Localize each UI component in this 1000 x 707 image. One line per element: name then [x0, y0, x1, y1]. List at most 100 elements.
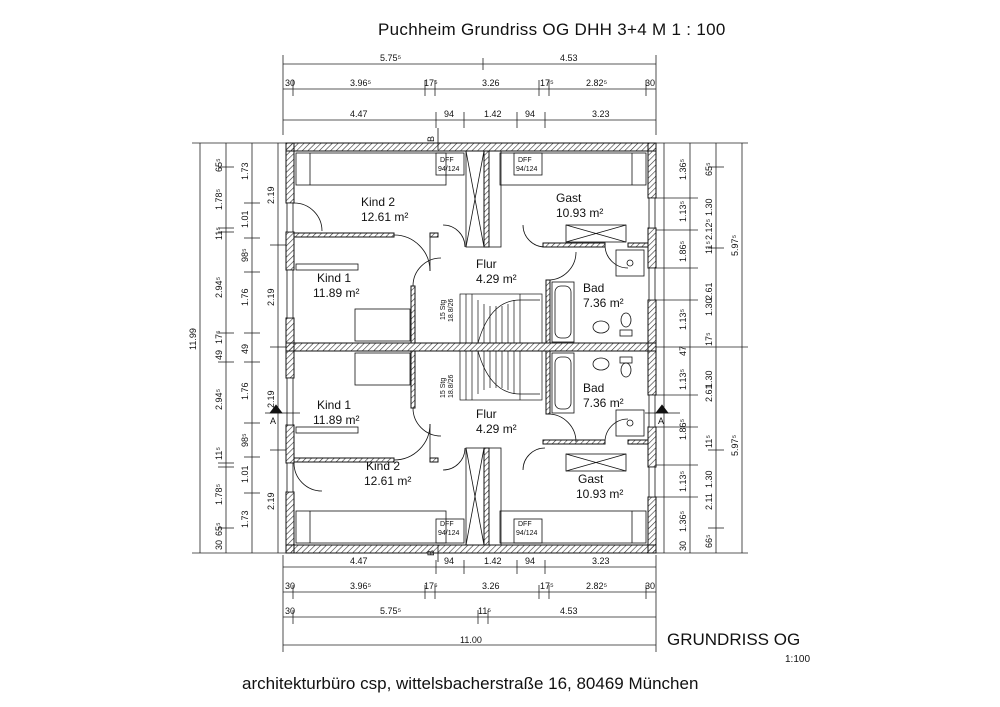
- bottom-dimension-chains: [282, 555, 657, 652]
- right-dimension-labels: 1.36⁵ 1.13⁵ 1.86⁵ 1.13⁵ 47 1.13⁵ 1.86⁵ 1…: [678, 158, 740, 551]
- dim-bot2-g: 30: [645, 581, 655, 591]
- dff-size-3: 94/124: [438, 530, 460, 537]
- bathroom-fixtures: [551, 249, 645, 437]
- room-area-bot-kind2: 12.61 m²: [364, 474, 411, 488]
- dim-bot2-b: 3.96⁵: [350, 581, 372, 591]
- room-name-top-kind2: Kind 2: [361, 195, 395, 209]
- dim-right-a8: 1.36⁵: [678, 510, 688, 532]
- room-name-top-kind1: Kind 1: [317, 271, 351, 285]
- dim-bot1-a: 30: [285, 606, 295, 616]
- dim-right-a3: 1.13⁵: [678, 308, 688, 330]
- dim-right-b8: 66⁵: [704, 534, 714, 548]
- dim-top3-a: 4.47: [350, 109, 368, 119]
- dim-right-a7: 1.13⁵: [678, 470, 688, 492]
- walls: [285, 142, 657, 554]
- dim-bot-total: 11.00: [460, 635, 482, 645]
- dim-top3-d: 94: [525, 109, 535, 119]
- dim-left-a5: 49: [214, 350, 224, 360]
- dim-top2-b: 3.96⁵: [350, 78, 372, 88]
- room-name-bot-flur: Flur: [476, 407, 497, 421]
- dim-right-b0: 65⁵: [704, 162, 714, 176]
- dim-right-b5: 1.30: [704, 370, 714, 388]
- dim-top2-a: 30: [285, 78, 295, 88]
- stairs-count-bottom: 15 Stg: [440, 378, 447, 398]
- dff-label-4: DFF: [518, 521, 532, 528]
- room-area-bot-gast: 10.93 m²: [576, 487, 623, 501]
- room-name-bot-gast: Gast: [578, 472, 604, 486]
- left-dimension-labels: 11.99 65⁵ 1.78⁵ 11⁵ 2.94⁵ 17⁵ 49 2.94⁵ 1…: [188, 158, 276, 550]
- dim-left-a8: 1.78⁵: [214, 483, 224, 505]
- section-b-bottom: B: [426, 550, 436, 556]
- dim-left-b1: 1.01: [240, 210, 250, 228]
- room-name-top-gast: Gast: [556, 191, 582, 205]
- dim-bot3-e: 3.23: [592, 556, 610, 566]
- dim-left-b4: 49: [240, 344, 250, 354]
- dim-right-b1: 1.30: [704, 198, 714, 216]
- dim-top2-d: 3.26: [482, 78, 500, 88]
- stairs-count-top: 15 Stg: [440, 300, 447, 320]
- stairs-ratio-top: 18.8/26: [448, 299, 455, 322]
- dim-right-a9: 30: [678, 541, 688, 551]
- dim-top1-b: 4.53: [560, 53, 578, 63]
- dim-right-a0: 1.36⁵: [678, 158, 688, 180]
- dim-left-b8: 1.73: [240, 510, 250, 528]
- dim-left-c3: 2.19: [266, 492, 276, 510]
- section-b-top: B: [426, 136, 436, 142]
- dff-size-4: 94/124: [516, 530, 538, 537]
- dim-bot1-d: 4.53: [560, 606, 578, 616]
- dim-bot1-b: 5.75⁵: [380, 606, 402, 616]
- room-area-top-gast: 10.93 m²: [556, 206, 603, 220]
- room-name-bot-kind1: Kind 1: [317, 398, 351, 412]
- dim-top2-f: 2.82⁵: [586, 78, 608, 88]
- dim-top2-c: 17⁵: [424, 78, 438, 88]
- dim-left-c2: 2.19: [266, 390, 276, 408]
- dim-left-a10: 65⁵: [214, 522, 224, 536]
- dim-right-b6: 11⁵: [704, 435, 714, 448]
- left-dimension-chains: [192, 142, 286, 554]
- dim-right-b7: 1.30: [704, 470, 714, 488]
- dff-label-2: DFF: [518, 157, 532, 164]
- dim-right-a4: 47: [678, 346, 688, 356]
- dim-bot3-b: 94: [444, 556, 454, 566]
- dim-right-a2: 1.86⁵: [678, 240, 688, 262]
- dim-right-c3: 2.11: [704, 493, 714, 510]
- dff-label-3: DFF: [440, 521, 454, 528]
- room-area-top-kind2: 12.61 m²: [361, 210, 408, 224]
- roof-window-labels: DFF 94/124 DFF 94/124 DFF 94/124 DFF 94/…: [438, 157, 538, 537]
- dff-label-1: DFF: [440, 157, 454, 164]
- dim-top3-c: 1.42: [484, 109, 502, 119]
- dim-left-a3: 2.94⁵: [214, 276, 224, 298]
- dim-left-c0: 2.19: [266, 186, 276, 204]
- dim-right-a1: 1.13⁵: [678, 200, 688, 222]
- dim-bot3-c: 1.42: [484, 556, 502, 566]
- staircase-labels: 15 Stg 18.8/26 15 Stg 18.8/26: [440, 299, 455, 398]
- dim-bot2-d: 3.26: [482, 581, 500, 591]
- architect-footer: architekturbüro csp, wittelsbacherstraße…: [242, 674, 699, 693]
- dim-right-d1: 5.97⁵: [730, 434, 740, 456]
- room-area-bot-flur: 4.29 m²: [476, 422, 517, 436]
- room-name-top-flur: Flur: [476, 257, 497, 271]
- dim-right-d0: 5.97⁵: [730, 234, 740, 256]
- dim-right-a5: 1.13⁵: [678, 368, 688, 390]
- dim-left-b0: 1.73: [240, 162, 250, 180]
- dim-bot3-a: 4.47: [350, 556, 368, 566]
- sheet-scale: 1:100: [785, 654, 811, 665]
- dim-right-b2: 11⁵: [704, 241, 714, 254]
- dim-top2-g: 30: [645, 78, 655, 88]
- windows: [286, 197, 656, 498]
- top-dimension-chains: [282, 55, 657, 135]
- dim-bot1-c: 11⁵: [478, 606, 491, 616]
- dff-size-1: 94/124: [438, 166, 460, 173]
- section-markers: [265, 128, 680, 562]
- dim-right-c2: 2.61: [704, 384, 714, 402]
- dim-right-c1: 2.61: [704, 282, 714, 300]
- dim-left-a6: 2.94⁵: [214, 388, 224, 410]
- stairs-ratio-bottom: 18.8/26: [448, 375, 455, 398]
- sheet-title: Puchheim Grundriss OG DHH 3+4 M 1 : 100: [378, 20, 726, 39]
- dim-top1-a: 5.75⁵: [380, 53, 402, 63]
- dim-bot2-a: 30: [285, 581, 295, 591]
- dim-bot3-d: 94: [525, 556, 535, 566]
- dim-left-b2: 98⁵: [240, 248, 250, 262]
- dim-left-b5: 1.76: [240, 382, 250, 400]
